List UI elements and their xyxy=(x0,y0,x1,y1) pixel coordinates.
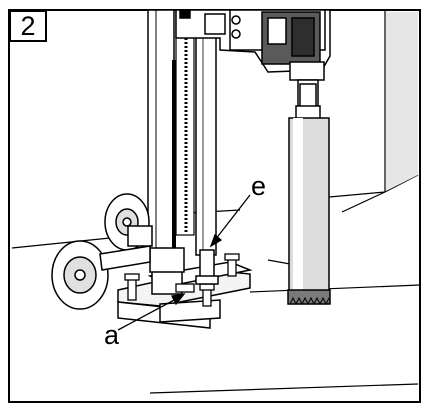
wheels xyxy=(51,193,153,310)
column-shadow xyxy=(172,60,176,260)
callout-label-e: e xyxy=(251,171,267,201)
leveling-screws xyxy=(124,253,240,307)
wall-shade xyxy=(386,12,418,191)
anchor-bolt xyxy=(195,249,219,285)
stand-column xyxy=(147,9,217,261)
callout-label-a: a xyxy=(104,320,120,350)
core-bit xyxy=(287,83,331,306)
callout-leaders xyxy=(117,194,251,331)
step-number-box: 2 xyxy=(9,10,47,42)
